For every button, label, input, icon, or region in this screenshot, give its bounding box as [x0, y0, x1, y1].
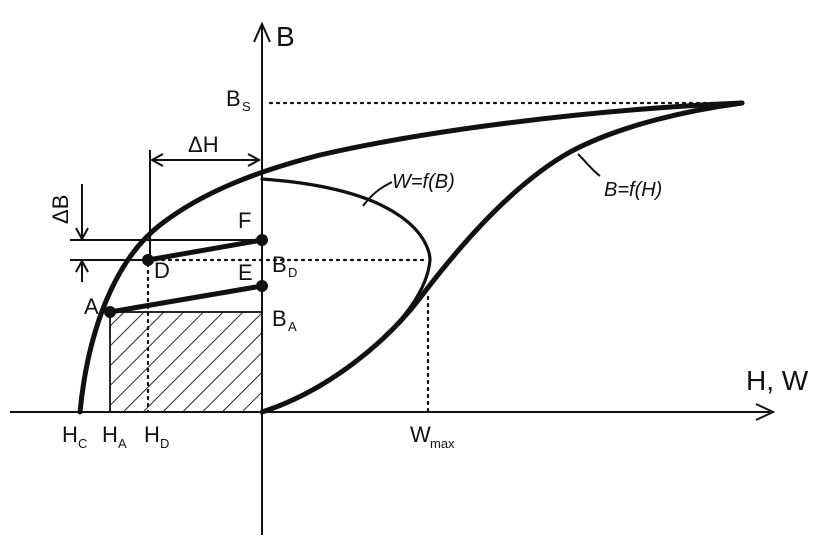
delta-h-arrow-left	[149, 153, 164, 167]
ba-label: B	[272, 306, 287, 331]
hc-subscript: C	[78, 436, 87, 451]
b-curve-label: B=f(H)	[604, 179, 662, 201]
hd-label: H	[144, 422, 160, 447]
point-a-label: A	[84, 294, 99, 319]
point-d-label: D	[154, 258, 170, 283]
w-curve-leader	[362, 181, 393, 207]
x-axis-label: H, W	[746, 365, 809, 396]
delta-b-arrow-up	[75, 258, 89, 273]
y-axis-label: B	[276, 21, 295, 52]
point-e-marker	[256, 280, 268, 292]
hc-label: H	[62, 422, 78, 447]
point-f-label: F	[238, 208, 251, 233]
upper-bh-curve	[77, 100, 745, 415]
bs-label: B	[226, 86, 241, 111]
x-axis-arrow	[755, 403, 776, 421]
point-d-marker	[142, 254, 154, 266]
w-curve-label: W=f(B)	[392, 171, 455, 193]
recoil-line-a-e	[107, 283, 265, 315]
delta-h-arrow-right	[247, 153, 262, 167]
w-of-b-curve	[260, 177, 432, 414]
ha-subscript: A	[118, 436, 127, 451]
b-curve-leader	[577, 153, 601, 177]
point-a-marker	[104, 306, 116, 318]
y-axis-arrow	[253, 21, 271, 43]
delta-h-label: ΔH	[188, 132, 219, 157]
hd-subscript: D	[160, 436, 169, 451]
hatched-area	[109, 311, 263, 413]
wmax-subscript: max	[430, 436, 455, 451]
point-e-label: E	[238, 260, 253, 285]
bs-subscript: S	[242, 99, 251, 114]
point-f-marker	[256, 234, 268, 246]
recoil-line-d-f	[145, 237, 265, 263]
wmax-label: W	[410, 422, 431, 447]
ba-subscript: A	[288, 319, 297, 334]
bd-subscript: D	[288, 265, 297, 280]
delta-b-label: ΔB	[48, 195, 73, 224]
bd-label: B	[272, 252, 287, 277]
ha-label: H	[102, 422, 118, 447]
delta-b-arrow-down	[75, 227, 89, 242]
